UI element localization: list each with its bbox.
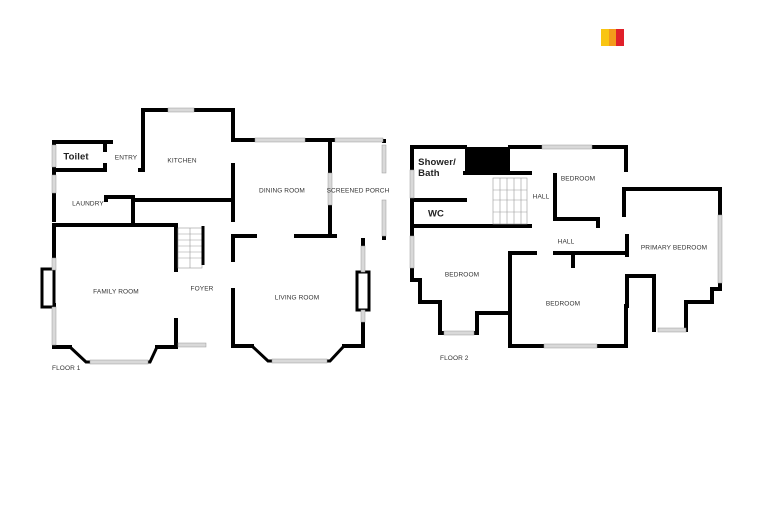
logo-stripe-red [616, 29, 625, 46]
shower-bath-line-2: Bath [418, 168, 440, 179]
room-label-wc: WC [427, 208, 445, 220]
room-label-kitchen: KITCHEN [167, 157, 197, 165]
room-label-toilet: Toilet [63, 151, 89, 163]
room-label-family-room: FAMILY ROOM [93, 288, 139, 296]
room-label-bedroom-west: BEDROOM [444, 271, 480, 279]
room-label-primary-bedroom: PRIMARY BEDROOM [640, 244, 708, 252]
room-label-bedroom-south: BEDROOM [545, 300, 581, 308]
floor-2-label: FLOOR 2 [440, 355, 469, 362]
shower-bath-line-1: Shower/ [418, 157, 456, 168]
walls-floor-1 [40, 108, 386, 349]
room-label-bedroom-ne: BEDROOM [560, 175, 596, 183]
room-label-hall-lower: HALL [557, 238, 575, 246]
windows-floor-1 [51, 107, 387, 365]
brand-logo [601, 29, 625, 46]
stairs-floor-2 [492, 177, 528, 225]
logo-stripe-orange [608, 29, 617, 46]
room-label-hall-upper: HALL [532, 193, 550, 201]
room-label-living-room: LIVING ROOM [274, 294, 320, 302]
logo-stripe-yellow [601, 29, 609, 46]
room-label-entry: ENTRY [114, 154, 138, 162]
windows-floor-2 [409, 144, 723, 349]
room-label-screened-porch: SCREENED PORCH [326, 187, 390, 195]
room-label-laundry: LAUNDRY [72, 200, 104, 208]
walls-floor-2 [410, 145, 722, 348]
stairs-floor-1 [177, 227, 203, 269]
room-label-dining-room: DINING ROOM [259, 187, 305, 195]
room-label-foyer: FOYER [190, 285, 214, 293]
room-label-shower-bath: Shower/ Bath [418, 157, 456, 179]
floor-1-label: FLOOR 1 [52, 365, 81, 372]
